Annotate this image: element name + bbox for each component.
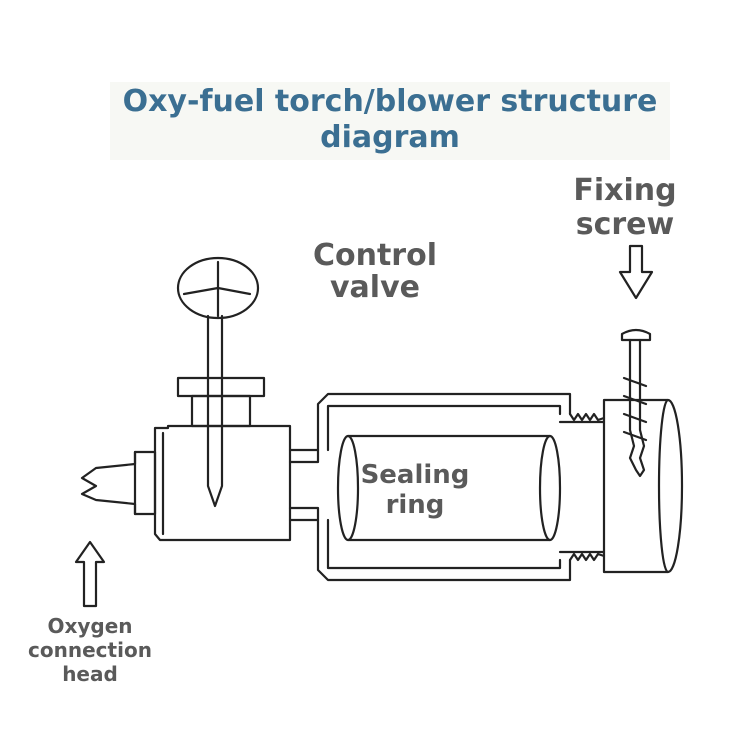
label-control-valve: Control valve xyxy=(312,238,437,305)
fixing-screw xyxy=(620,328,652,478)
arrow-up-icon xyxy=(74,540,106,608)
oxygen-nozzle xyxy=(80,450,157,516)
label-sealing-ring: Sealing ring xyxy=(360,460,470,520)
threads xyxy=(558,412,606,562)
valve-stem xyxy=(206,314,224,508)
title-band xyxy=(110,82,670,160)
end-cap xyxy=(602,398,684,574)
label-oxygen-connection-head: Oxygen connection head xyxy=(28,614,152,686)
diagram-title: Oxy-fuel torch/blower structure diagram xyxy=(122,84,658,155)
valve-handwheel xyxy=(176,256,260,320)
label-fixing-screw: Fixing screw xyxy=(573,173,677,242)
arrow-down-icon xyxy=(618,244,654,300)
valve-body xyxy=(153,424,292,542)
sealing-ring xyxy=(336,434,562,542)
connector-ports xyxy=(288,448,320,522)
outer-chamber xyxy=(316,392,572,582)
